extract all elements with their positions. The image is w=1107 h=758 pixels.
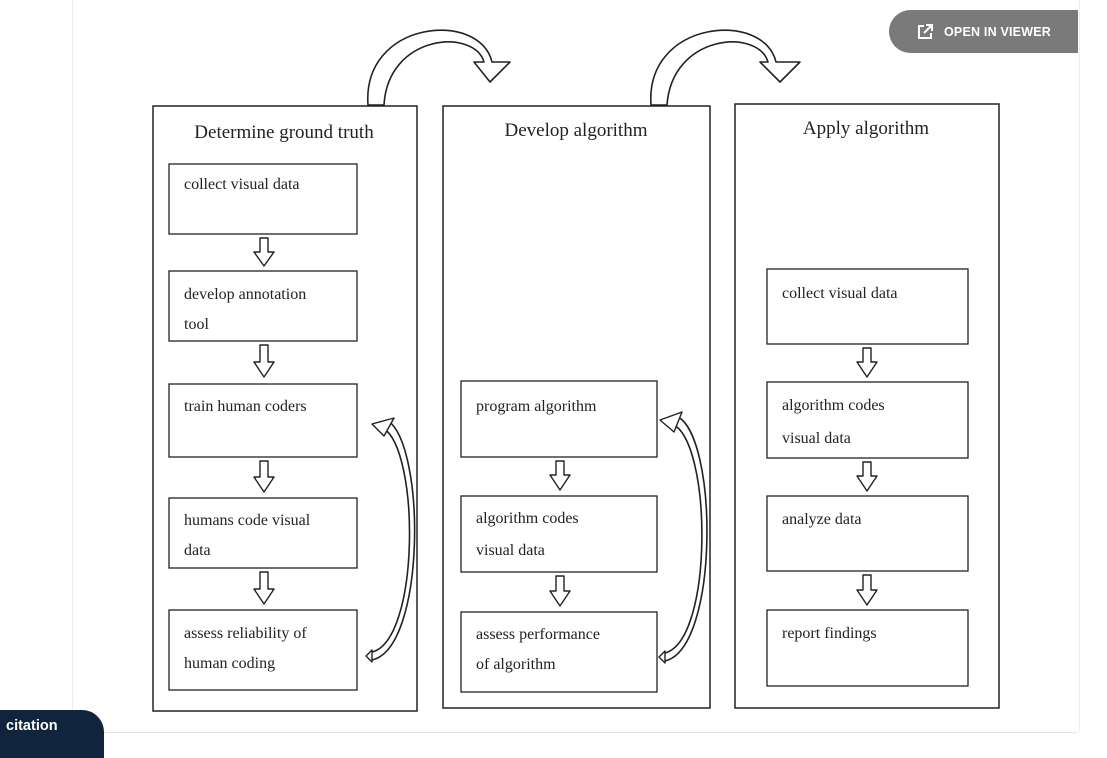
transition-arrow-1 [367, 29, 511, 106]
step-label: tool [184, 316, 209, 333]
step-box [766, 495, 969, 572]
step-label: analyze data [782, 511, 862, 528]
step-box [168, 163, 358, 235]
step-label: assess reliability of [184, 625, 307, 642]
feedback-loop-arrow-2 [664, 423, 703, 654]
step-label: assess performance [476, 626, 600, 643]
step-box [460, 495, 658, 573]
step-label: report findings [782, 625, 877, 642]
step-box [766, 381, 969, 459]
citation-tab[interactable]: citation [0, 710, 104, 758]
open-in-viewer-label: OPEN IN VIEWER [944, 24, 1051, 39]
down-arrow-icon [856, 347, 878, 378]
down-arrow-icon [253, 460, 275, 493]
open-in-viewer-button[interactable]: OPEN IN VIEWER [889, 10, 1078, 53]
feedback-loop-arrow-2 [664, 415, 708, 662]
step-box [168, 383, 358, 458]
down-arrow-icon [549, 575, 571, 607]
down-arrow-icon [253, 344, 275, 378]
down-arrow-icon [253, 237, 275, 267]
divider [72, 732, 1078, 733]
step-label: train human coders [184, 398, 307, 415]
step-label: program algorithm [476, 398, 597, 415]
step-label: data [184, 542, 211, 559]
step-label: of algorithm [476, 656, 556, 673]
arrowhead-icon [371, 417, 395, 437]
arrowhead-icon [365, 649, 373, 663]
citation-label: citation [6, 718, 58, 734]
step-box [168, 270, 358, 342]
arrowhead-icon [658, 650, 666, 664]
step-box [460, 380, 658, 458]
step-label: develop annotation [184, 286, 306, 303]
step-label: visual data [476, 542, 545, 559]
down-arrow-icon [856, 461, 878, 492]
column-title-develop: Develop algorithm [505, 120, 648, 141]
column-title-apply: Apply algorithm [803, 118, 929, 139]
arrowhead-icon [659, 411, 683, 433]
step-label: visual data [782, 430, 851, 447]
step-label: collect visual data [782, 285, 898, 302]
step-label: algorithm codes [476, 510, 579, 527]
column-title-ground-truth: Determine ground truth [194, 122, 374, 143]
external-link-icon [918, 23, 933, 39]
step-label: collect visual data [184, 176, 300, 193]
down-arrow-icon [549, 460, 571, 491]
step-label: algorithm codes [782, 397, 885, 414]
transition-arrow-2 [650, 29, 801, 106]
down-arrow-icon [253, 571, 275, 605]
step-box [766, 268, 969, 345]
feedback-loop-arrow-1 [371, 427, 411, 653]
step-box [168, 497, 358, 569]
step-label: humans code visual [184, 512, 311, 529]
down-arrow-icon [856, 574, 878, 606]
feedback-loop-arrow-1 [371, 419, 416, 661]
step-label: human coding [184, 655, 275, 672]
step-box [460, 611, 658, 693]
step-box [168, 609, 358, 691]
step-box [766, 609, 969, 687]
